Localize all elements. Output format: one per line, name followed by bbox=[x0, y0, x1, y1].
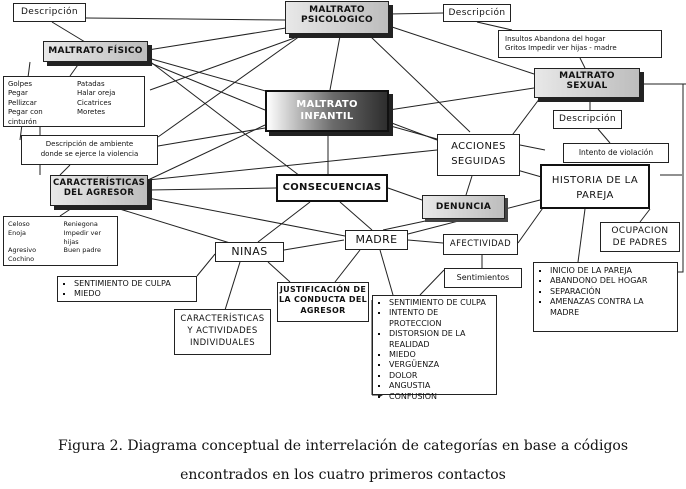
historia-pareja: HISTORIA DE LA PAREJA bbox=[540, 164, 650, 209]
maltrato-psicologico: MALTRATO PSICOLOGICO bbox=[285, 1, 389, 34]
denuncia: DENUNCIA bbox=[422, 195, 505, 219]
descripcion-left: Descripción bbox=[13, 3, 86, 22]
ocupacion-padres: OCUPACION DE PADRES bbox=[600, 222, 680, 252]
justificacion-conducta: JUSTIFICACIÓN DE LA CONDUCTA DEL AGRESOR bbox=[277, 282, 369, 322]
celoso-cell-3-0: Cochino bbox=[8, 255, 35, 264]
golpes-cell-3-1: Moretes bbox=[77, 108, 106, 117]
caracteristicas-agresor: CARACTERÍSTICAS DEL AGRESOR bbox=[50, 175, 148, 206]
intento-violacion: Intento de violación bbox=[563, 143, 669, 163]
descripcion-ambiente-line2: donde se ejerce la violencia bbox=[40, 149, 139, 158]
insultos-box: Insultos Abandona del hogar Gritos Imped… bbox=[498, 30, 662, 58]
descripcion-top-right-label: Descripción bbox=[448, 8, 506, 18]
caracteristicas-actividades: CARACTERÍSTICAS Y ACTIVIDADES INDIVIDUAL… bbox=[174, 309, 271, 355]
madre-item-4: VERGÜENZA bbox=[389, 360, 492, 370]
ninas-sentimientos-list: SENTIMIENTO DE CULPA MIEDO bbox=[57, 276, 197, 302]
maltrato-sexual-line2: SEXUAL bbox=[566, 81, 608, 92]
intento-violacion-label: Intento de violación bbox=[578, 148, 654, 157]
justificacion-line3: AGRESOR bbox=[300, 305, 346, 315]
ninas-sentimientos-ul: SENTIMIENTO DE CULPA MIEDO bbox=[62, 279, 192, 300]
golpes-cell-1-0: Pegar bbox=[8, 89, 28, 98]
madre-item-6: ANGUSTIA bbox=[389, 381, 492, 391]
ninas: NINAS bbox=[215, 242, 284, 262]
celoso-cell-2-1: Buen padre bbox=[63, 246, 102, 255]
celoso-cell-1-1: Impedir ver hijas bbox=[63, 228, 102, 246]
ninas-sentimiento-item-1: MIEDO bbox=[74, 289, 192, 299]
golpes-cell-1-1: Halar oreja bbox=[77, 89, 116, 98]
historia-item-1: ABANDONO DEL HOGAR bbox=[550, 276, 673, 286]
caracteristicas-actividades-line3: INDIVIDUALES bbox=[189, 337, 256, 348]
ocupacion-padres-line2: DE PADRES bbox=[612, 238, 668, 249]
caracteristicas-actividades-line2: Y ACTIVIDADES bbox=[187, 325, 258, 336]
maltrato-fisico-label: MALTRATO FÍSICO bbox=[48, 46, 143, 56]
insultos-line2: Gritos Impedir ver hijas - madre bbox=[505, 44, 617, 53]
madre: MADRE bbox=[345, 230, 408, 250]
descripcion-top-right: Descripción bbox=[443, 4, 511, 22]
denuncia-label: DENUNCIA bbox=[435, 202, 492, 212]
sentimientos-label: Sentimientos bbox=[456, 273, 510, 282]
maltrato-infantil-line2: INFANTIL bbox=[300, 110, 354, 122]
celoso-list: Celoso Reniegona Enoja Impedir ver hijas… bbox=[3, 216, 118, 266]
historia-item-2: SEPARACIÓN bbox=[550, 287, 673, 297]
madre-item-7: CONFUSION bbox=[389, 392, 492, 402]
madre-item-3: MIEDO bbox=[389, 350, 492, 360]
golpes-cell-2-0: Pellizcar bbox=[8, 98, 37, 107]
figure-caption-line1: Figura 2. Diagrama conceptual de interre… bbox=[57, 438, 629, 454]
insultos-line1: Insultos Abandona del hogar bbox=[505, 35, 606, 43]
celoso-cell-0-1: Reniegona bbox=[63, 220, 98, 228]
afectividad-label: AFECTIVIDAD bbox=[449, 239, 512, 249]
descripcion-sexual-label: Descripción bbox=[558, 114, 617, 124]
celoso-cell-0-0: Celoso bbox=[8, 220, 30, 228]
caracteristicas-agresor-line2: DEL AGRESOR bbox=[63, 187, 135, 198]
ninas-sentimiento-item-0: SENTIMIENTO DE CULPA bbox=[74, 279, 192, 289]
justificacion-line2: LA CONDUCTA DEL bbox=[279, 295, 367, 305]
golpes-list: Golpes Patadas Pegar Halar oreja Pellizc… bbox=[3, 76, 145, 127]
celoso-cell-1-0: Enoja bbox=[8, 228, 26, 237]
acciones-seguidas-line2: SEGUIDAS bbox=[451, 155, 506, 167]
madre-item-2: DISTORSION DE LA REALIDAD bbox=[389, 329, 492, 350]
maltrato-infantil-line1: MALTRATO bbox=[296, 99, 358, 110]
maltrato-infantil: MALTRATO INFANTIL bbox=[265, 90, 389, 132]
historia-pareja-line1: HISTORIA DE LA bbox=[551, 175, 639, 186]
madre-label: MADRE bbox=[355, 233, 398, 246]
maltrato-psicologico-line2: PSICOLOGICO bbox=[300, 15, 374, 26]
caracteristicas-actividades-line1: CARACTERÍSTICAS bbox=[180, 314, 265, 324]
acciones-seguidas-line1: ACCIONES bbox=[451, 141, 506, 152]
historia-item-3: AMENAZAS CONTRA LA MADRE bbox=[550, 297, 673, 318]
golpes-cell-2-1: Cicatrices bbox=[77, 98, 112, 107]
maltrato-fisico: MALTRATO FÍSICO bbox=[43, 41, 148, 62]
maltrato-sexual: MALTRATO SEXUAL bbox=[534, 68, 640, 98]
ocupacion-padres-line1: OCUPACION bbox=[611, 226, 669, 236]
golpes-cell-3-0: Pegar con cinturón bbox=[8, 108, 43, 126]
ninas-label: NINAS bbox=[231, 245, 268, 258]
acciones-seguidas: ACCIONES SEGUIDAS bbox=[437, 134, 520, 176]
descripcion-left-label: Descripción bbox=[20, 7, 79, 17]
caracteristicas-agresor-line1: CARACTERÍSTICAS bbox=[52, 178, 145, 188]
historia-ul: INICIO DE LA PAREJA ABANDONO DEL HOGAR S… bbox=[538, 266, 673, 318]
figure-caption-line2: encontrados en los cuatro primeros conta… bbox=[180, 467, 506, 483]
golpes-cell-0-1: Patadas bbox=[77, 80, 105, 88]
maltrato-sexual-line1: MALTRATO bbox=[559, 71, 615, 81]
madre-ul: SENTIMIENTO DE CULPA INTENTO DE PROTECCI… bbox=[377, 298, 492, 402]
historia-list: INICIO DE LA PAREJA ABANDONO DEL HOGAR S… bbox=[533, 262, 678, 332]
sentimientos: Sentimientos bbox=[444, 268, 522, 288]
descripcion-sexual: Descripción bbox=[553, 110, 622, 129]
madre-item-1: INTENTO DE PROTECCION bbox=[389, 308, 492, 329]
historia-item-0: INICIO DE LA PAREJA bbox=[550, 266, 673, 276]
maltrato-psicologico-line1: MALTRATO bbox=[309, 5, 365, 15]
historia-pareja-line2: PAREJA bbox=[576, 189, 614, 201]
madre-item-5: DOLOR bbox=[389, 371, 492, 381]
descripcion-ambiente-line1: Descripción de ambiente bbox=[45, 140, 134, 148]
celoso-cell-3-1 bbox=[64, 255, 114, 264]
consecuencias-label: CONSECUENCIAS bbox=[282, 182, 382, 193]
consecuencias: CONSECUENCIAS bbox=[276, 174, 388, 202]
afectividad: AFECTIVIDAD bbox=[443, 234, 518, 255]
justificacion-line1: JUSTIFICACIÓN DE bbox=[279, 285, 367, 294]
celoso-cell-2-0: Agresivo bbox=[8, 246, 37, 255]
descripcion-ambiente: Descripción de ambiente donde se ejerce … bbox=[21, 135, 158, 165]
golpes-cell-0-0: Golpes bbox=[8, 80, 33, 88]
madre-list: SENTIMIENTO DE CULPA INTENTO DE PROTECCI… bbox=[372, 295, 497, 401]
madre-item-0: SENTIMIENTO DE CULPA bbox=[389, 298, 492, 308]
